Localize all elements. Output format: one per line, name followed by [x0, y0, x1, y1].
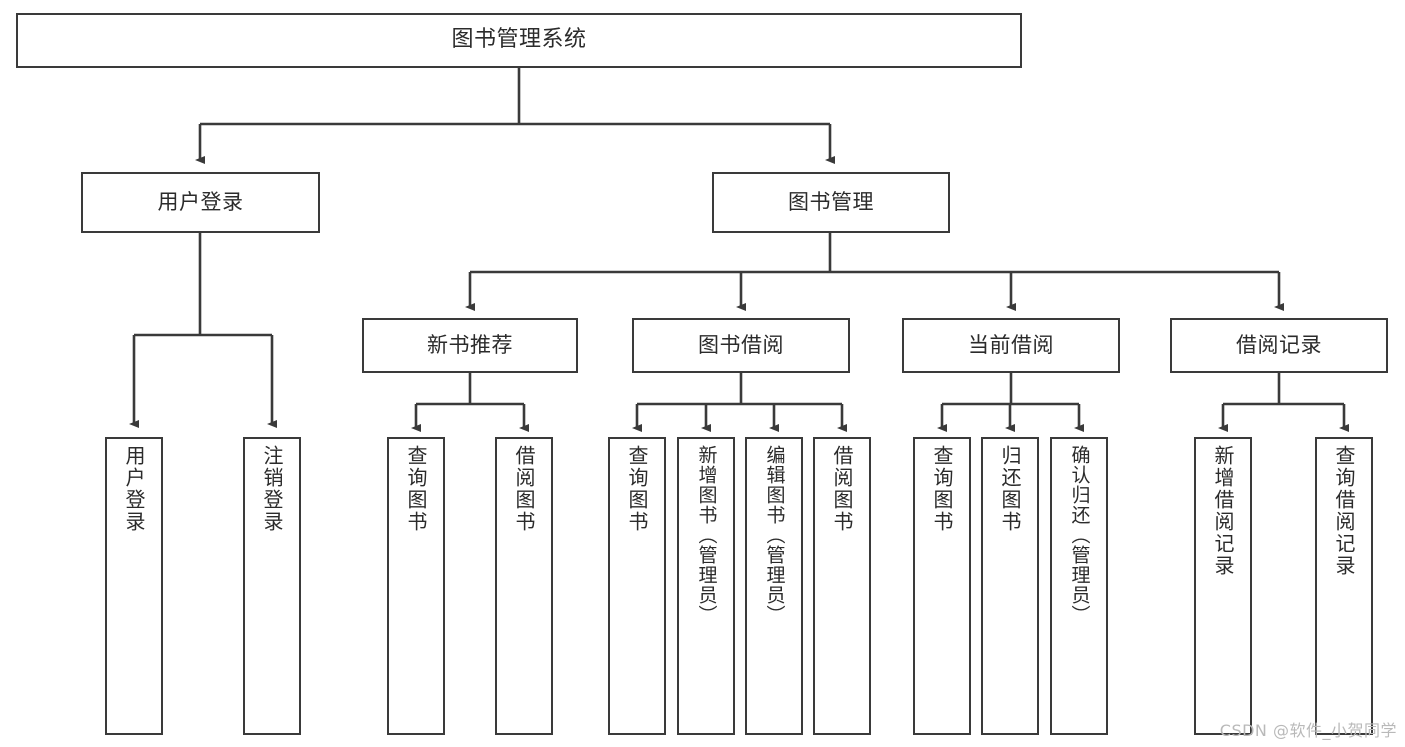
node-leaf-confirm-return[interactable]: 确认归还（管理员）: [1050, 437, 1108, 735]
node-root[interactable]: 图书管理系统: [16, 13, 1022, 68]
node-leaf-query-book-1-label: 查询图书: [404, 445, 428, 533]
node-leaf-borrow-book-2-label: 借阅图书: [830, 445, 854, 533]
node-borrow-record-label: 借阅记录: [1236, 332, 1322, 357]
node-book-management[interactable]: 图书管理: [712, 172, 950, 233]
node-book-borrow[interactable]: 图书借阅: [632, 318, 850, 373]
node-leaf-logout-login-label: 注销登录: [260, 445, 284, 533]
node-leaf-add-book-label: 新增图书（管理员）: [695, 445, 718, 625]
node-leaf-query-book-2-label: 查询图书: [625, 445, 649, 533]
node-leaf-user-login[interactable]: 用户登录: [105, 437, 163, 735]
node-leaf-query-record[interactable]: 查询借阅记录: [1315, 437, 1373, 735]
node-leaf-add-record-label: 新增借阅记录: [1211, 445, 1235, 577]
node-current-borrow-label: 当前借阅: [968, 332, 1054, 357]
node-leaf-logout-login[interactable]: 注销登录: [243, 437, 301, 735]
node-leaf-query-record-label: 查询借阅记录: [1332, 445, 1356, 577]
node-root-label: 图书管理系统: [451, 27, 587, 53]
node-leaf-query-book-3[interactable]: 查询图书: [913, 437, 971, 735]
node-user-login-label: 用户登录: [157, 189, 244, 214]
node-new-book-recommend-label: 新书推荐: [427, 332, 513, 357]
watermark-text: CSDN @软件_小贺同学: [1219, 721, 1397, 740]
node-leaf-return-book[interactable]: 归还图书: [981, 437, 1039, 735]
node-leaf-edit-book[interactable]: 编辑图书（管理员）: [745, 437, 803, 735]
node-leaf-borrow-book-2[interactable]: 借阅图书: [813, 437, 871, 735]
node-user-login[interactable]: 用户登录: [81, 172, 320, 233]
node-leaf-query-book-2[interactable]: 查询图书: [608, 437, 666, 735]
node-borrow-record[interactable]: 借阅记录: [1170, 318, 1388, 373]
node-leaf-add-book[interactable]: 新增图书（管理员）: [677, 437, 735, 735]
node-leaf-borrow-book-1-label: 借阅图书: [512, 445, 536, 533]
node-current-borrow[interactable]: 当前借阅: [902, 318, 1120, 373]
node-leaf-query-book-3-label: 查询图书: [930, 445, 954, 533]
node-leaf-borrow-book-1[interactable]: 借阅图书: [495, 437, 553, 735]
node-new-book-recommend[interactable]: 新书推荐: [362, 318, 578, 373]
node-leaf-query-book-1[interactable]: 查询图书: [387, 437, 445, 735]
node-leaf-edit-book-label: 编辑图书（管理员）: [763, 445, 786, 625]
node-leaf-user-login-label: 用户登录: [122, 445, 146, 533]
node-book-management-label: 图书管理: [788, 189, 874, 214]
node-book-borrow-label: 图书借阅: [698, 332, 784, 357]
node-leaf-return-book-label: 归还图书: [998, 445, 1022, 533]
node-leaf-confirm-return-label: 确认归还（管理员）: [1068, 445, 1091, 625]
node-leaf-add-record[interactable]: 新增借阅记录: [1194, 437, 1252, 735]
